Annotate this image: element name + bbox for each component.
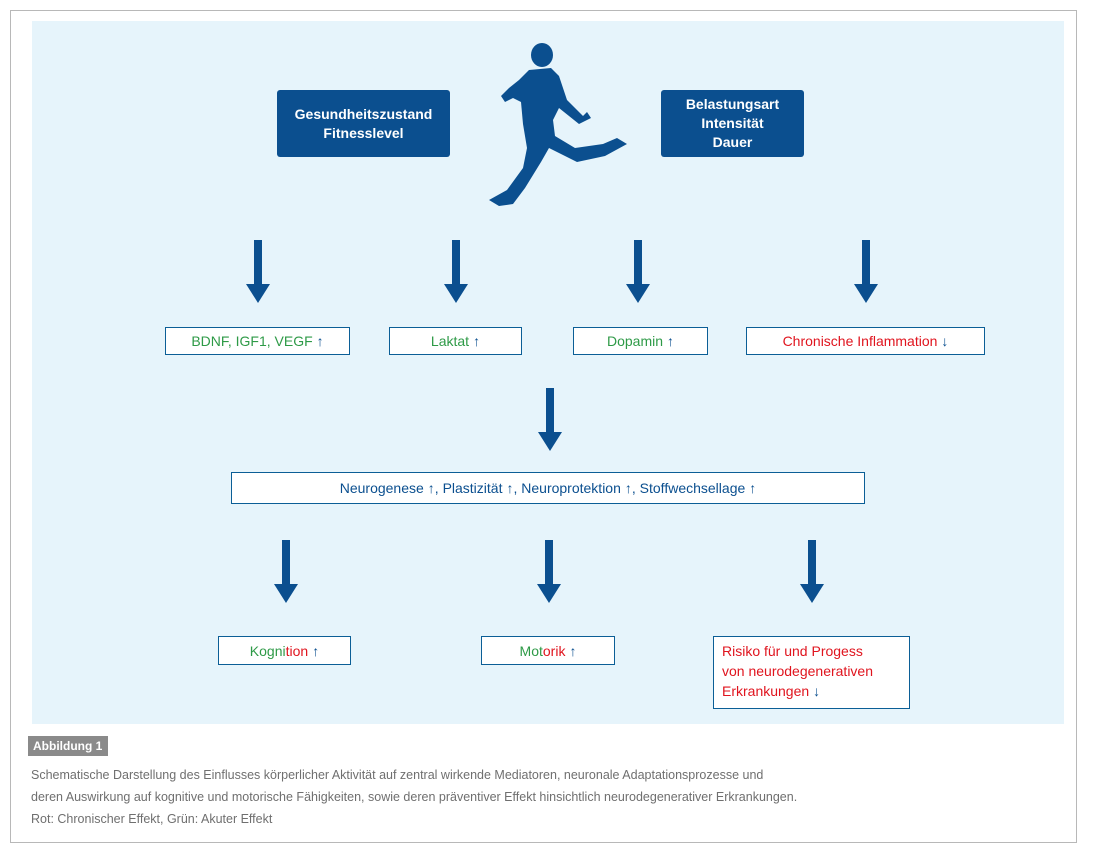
- arrow-down-2: [444, 240, 468, 303]
- separator: ,: [434, 480, 439, 496]
- arrow-down-icon: ↓: [813, 683, 821, 699]
- outcome-kognition-acute: Kogni: [249, 642, 286, 659]
- factors-health-box: Gesundheitszustand Fitnesslevel: [277, 90, 450, 157]
- outcome-risk-line3: Erkrankungen: [722, 683, 810, 699]
- arrow-up-icon: ↑: [624, 480, 632, 496]
- arrow-down-1: [246, 240, 270, 303]
- factors-load-box: Belastungsart Intensität Dauer: [661, 90, 804, 157]
- outcome-motorik-chronic: orik: [542, 642, 566, 659]
- running-person-icon: [489, 43, 627, 206]
- process-neuroprotektion: Neuroprotektion: [521, 480, 621, 496]
- outcome-risk-line2: von neurodegenerativen: [722, 663, 874, 679]
- arrow-up-icon: ↑: [312, 642, 320, 659]
- caption-line-3: Rot: Chronischer Effekt, Grün: Akuter Ef…: [31, 812, 273, 826]
- separator: ,: [631, 480, 636, 496]
- figure-caption: Schematische Darstellung des Einflusses …: [31, 764, 1071, 830]
- mediator-dopamin-label: Dopamin: [606, 333, 664, 349]
- mediator-laktat-label: Laktat: [430, 333, 470, 349]
- caption-line-1: Schematische Darstellung des Einflusses …: [31, 768, 764, 782]
- factor-type-label: Belastungsart: [685, 96, 780, 112]
- separator: ,: [513, 480, 518, 496]
- arrow-up-icon: ↑: [427, 480, 435, 496]
- arrow-down-6: [537, 540, 561, 603]
- arrow-up-icon: ↑: [316, 333, 324, 349]
- outcome-risk-box: Risiko für und Progess von neurodegenera…: [713, 636, 910, 709]
- arrow-down-3: [626, 240, 650, 303]
- outcome-kognition-chronic: tion: [285, 642, 309, 659]
- mediator-inflammation-box: Chronische Inflammation↓: [746, 327, 985, 355]
- outcome-risk-line1: Risiko für und Progess: [722, 643, 863, 659]
- arrow-up-icon: ↑: [667, 333, 675, 349]
- mediator-inflammation-label: Chronische Inflammation: [782, 333, 938, 349]
- arrow-up-icon: ↑: [473, 333, 481, 349]
- processes-box: Neurogenese↑, Plastizität↑, Neuroprotekt…: [231, 472, 865, 504]
- arrow-up-icon: ↑: [506, 480, 514, 496]
- process-neurogenese: Neurogenese: [339, 480, 424, 496]
- factor-health-label: Gesundheitszustand: [294, 105, 433, 122]
- mediator-bdnf-box: BDNF, IGF1, VEGF↑: [165, 327, 350, 355]
- mediator-laktat-box: Laktat↑: [389, 327, 522, 355]
- outcome-motorik-acute: Mot: [519, 642, 543, 659]
- arrow-down-7: [800, 540, 824, 603]
- process-plastizitaet: Plastizität: [442, 480, 503, 496]
- arrow-down-4: [854, 240, 878, 303]
- arrow-down-center: [538, 388, 562, 451]
- mediator-dopamin-box: Dopamin↑: [573, 327, 708, 355]
- arrow-up-icon: ↑: [569, 642, 577, 659]
- figure-label: Abbildung 1: [28, 736, 109, 756]
- mediator-bdnf-label: BDNF, IGF1, VEGF: [191, 333, 313, 349]
- factor-intensity-label: Intensität: [701, 115, 764, 131]
- factor-duration-label: Dauer: [712, 134, 753, 150]
- factor-fitness-label: Fitnesslevel: [323, 124, 404, 141]
- process-stoffwechsellage: Stoffwechsellage: [639, 480, 746, 496]
- arrow-up-icon: ↑: [749, 480, 757, 496]
- arrow-down-5: [274, 540, 298, 603]
- caption-line-2: deren Auswirkung auf kognitive und motor…: [31, 790, 798, 804]
- arrow-down-icon: ↓: [941, 333, 949, 349]
